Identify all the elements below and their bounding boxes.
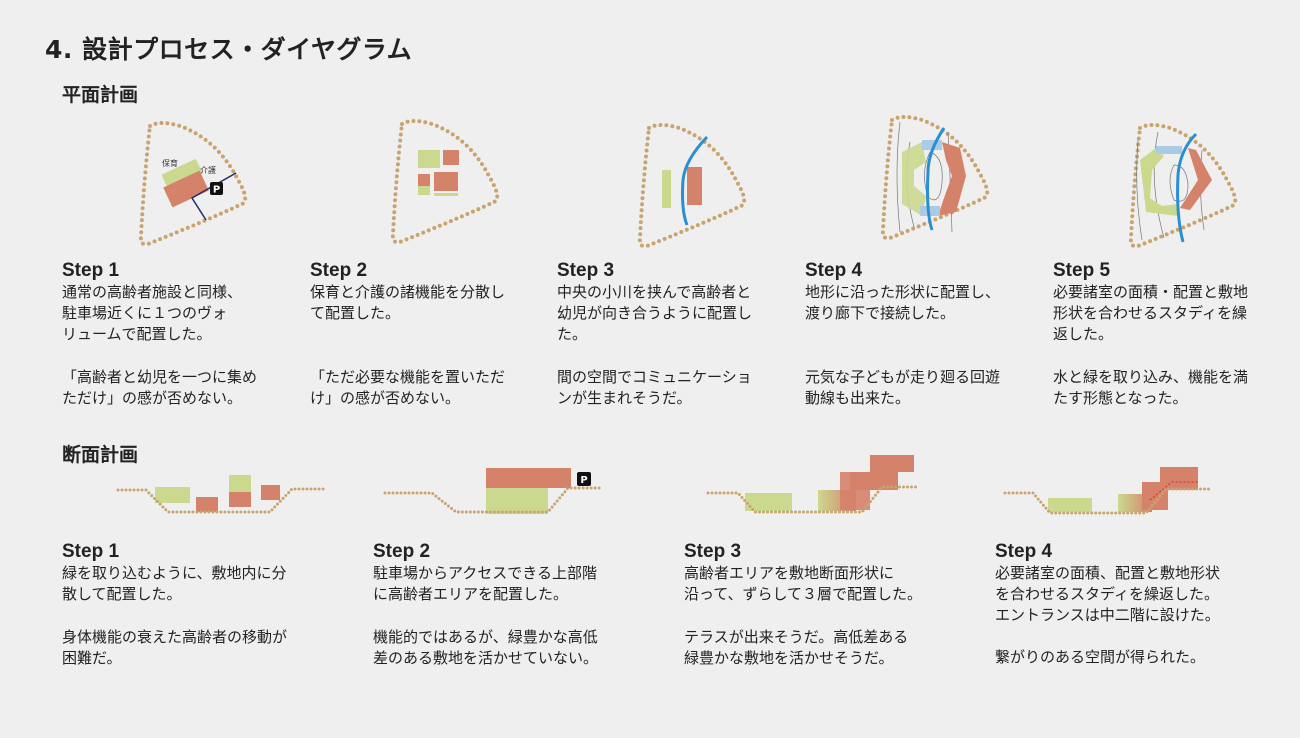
step-text: 駐車場近くに１つのヴォ [62,304,228,322]
step-note: ンが生まれそうだ。 [557,389,692,407]
section-step-1: Step 1 緑を取り込むように、敷地内に分 散して配置した。 身体機能の衰えた… [62,541,362,669]
section-diagrams: P [116,455,1212,515]
section-diagram-step3 [706,455,918,514]
step-text: 通常の高齢者施設と同様、 [62,283,243,301]
step-note: 間の空間でコミュニケーショ [557,368,752,386]
plan-step-3: Step 3 中央の小川を挟んで高齢者と 幼児が向き合うように配置し た。 間の… [557,260,797,409]
step-label: Step 3 [557,260,615,281]
step-text: 駐車場からアクセスできる上部階 [373,564,597,582]
plan-heading: 平面計画 [62,84,139,106]
step-text: 高齢者エリアを敷地断面形状に [684,564,895,582]
step-text: 緑を取り込むように、敷地内に分 [62,564,287,582]
step-text: に高齢者エリアを配置した。 [373,585,569,603]
step-text: 渡り廊下で接続した。 [805,304,956,322]
step-text: て配置した。 [310,304,401,322]
step-note: け」の感が否めない。 [310,389,461,407]
step-label: Step 2 [310,260,368,281]
step-note: 緑豊かな敷地を活かせそうだ。 [684,649,894,667]
plan-step-1: Step 1 通常の高齢者施設と同様、 駐車場近くに１つのヴォ リュームで配置し… [62,260,302,409]
step-note: 機能的ではあるが、緑豊かな高低 [373,628,598,646]
step-note: 繋がりのある空間が得られた。 [995,648,1206,666]
step-text: 幼児が向き合うように配置し [557,304,753,322]
section-step-4: Step 4 必要諸室の面積、配置と敷地形状 を合わせるスタディを繰返した。 エ… [995,541,1295,668]
section-step-2: Step 2 駐車場からアクセスできる上部階 に高齢者エリアを配置した。 機能的… [373,541,673,669]
step-note: 差のある敷地を活かせていない。 [373,649,599,667]
step-text: た。 [557,325,588,343]
plan-step-2: Step 2 保育と介護の諸機能を分散し て配置した。 「ただ必要な機能を置いた… [310,260,550,409]
step-note: 元気な子どもが走り廻る回遊 [805,368,1001,386]
step-label: Step 4 [995,541,1053,562]
section-diagram-step2: P [383,468,602,514]
step-label: Step 3 [684,541,742,562]
step-note: 「ただ必要な機能を置いただ [310,368,506,386]
step-label: Step 1 [62,541,120,562]
step-text: 形状を合わせるスタディを繰 [1053,304,1247,322]
step-text: 必要諸室の面積、配置と敷地形状 [995,564,1221,582]
section-diagram-step1 [116,475,328,514]
parking-icon: P [213,185,220,196]
step-label: Step 1 [62,260,120,281]
label-hoiku: 保育 [162,158,178,168]
section-heading: 断面計画 [62,444,139,466]
plan-diagram-step5 [1128,120,1248,250]
step-note: 身体機能の衰えた高齢者の移動が [62,628,288,646]
step-note: 困難だ。 [62,649,122,667]
plan-step-4: Step 4 地形に沿った形状に配置し、 渡り廊下で接続した。 元気な子どもが走… [805,260,1045,409]
step-text: 散して配置した。 [62,585,182,603]
plan-diagram-step3 [637,120,757,250]
page-title: 4. 設計プロセス・ダイヤグラム [45,35,413,64]
step-label: Step 5 [1053,260,1111,281]
step-note: ただけ」の感が否めない。 [62,389,243,407]
step-label: Step 4 [805,260,863,281]
step-text: 返した。 [1053,325,1114,343]
section-diagram-step4 [1003,467,1212,515]
step-text: 中央の小川を挟んで高齢者と [557,283,752,301]
step-note: テラスが出来そうだ。高低差ある [684,628,909,646]
step-note: 「高齢者と幼児を一つに集め [62,368,258,386]
parking-icon: P [580,475,587,486]
label-kaigo: 介護 [200,165,216,175]
step-text: を合わせるスタディを繰返した。 [995,585,1219,603]
step-text: 必要諸室の面積・配置と敷地 [1053,283,1249,301]
plan-diagram-step4 [880,112,1000,242]
step-note: 動線も出来た。 [805,389,911,407]
plan-step-5: Step 5 必要諸室の面積・配置と敷地 形状を合わせるスタディを繰 返した。 … [1053,260,1293,409]
step-note: 水と緑を取り込み、機能を満 [1053,368,1249,386]
step-text: 沿って、ずらして３層で配置した。 [684,585,923,603]
step-text: リュームで配置した。 [62,325,212,343]
plan-diagram-step1: 保育 介護 P [138,118,258,248]
step-label: Step 2 [373,541,431,562]
plan-diagram-step2 [390,116,510,246]
step-text: 保育と介護の諸機能を分散し [310,283,506,301]
step-text: エントランスは中二階に設けた。 [995,606,1220,624]
section-step-3: Step 3 高齢者エリアを敷地断面形状に 沿って、ずらして３層で配置した。 テ… [684,541,984,669]
step-note: たす形態となった。 [1053,389,1188,407]
step-text: 地形に沿った形状に配置し、 [805,283,1001,301]
